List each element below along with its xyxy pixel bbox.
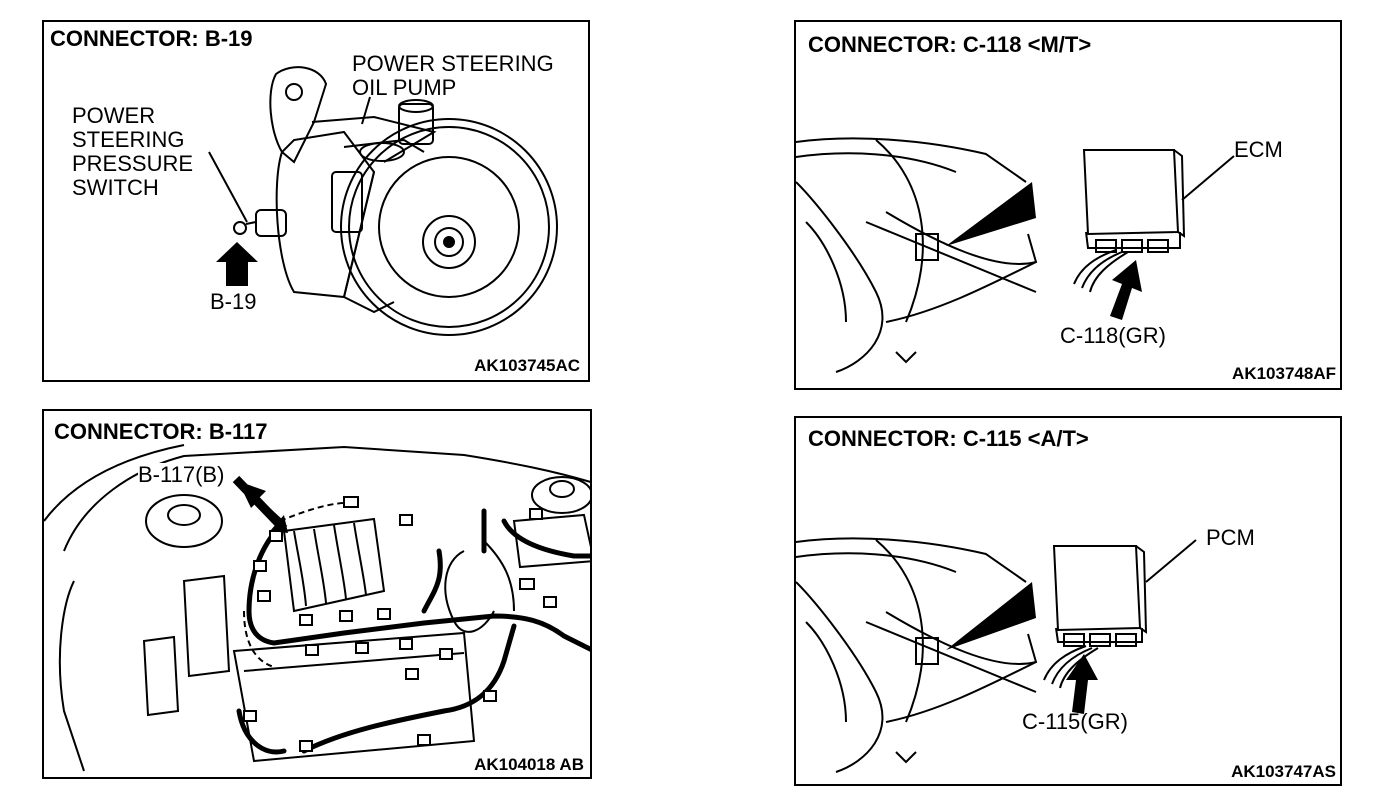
pump-label-line2: OIL PUMP	[352, 75, 457, 100]
connector-c118-panel: CONNECTOR: C-118 <M/T> ECM C-118(GR) AK1…	[794, 20, 1342, 390]
engine-bay-harness-illustration	[44, 444, 590, 772]
ecm-location-illustration	[796, 137, 1235, 373]
module-label: PCM	[1206, 525, 1255, 550]
connector-label: B-117(B)	[138, 462, 225, 487]
panel-title: CONNECTOR: C-118 <M/T>	[808, 32, 1092, 57]
figure-code: AK103745AC	[474, 356, 580, 375]
panel-title: CONNECTOR: B-19	[50, 26, 253, 51]
switch-label-line3: PRESSURE	[72, 151, 194, 176]
connector-b19-panel: CONNECTOR: B-19 POWER STEERING OIL PUMP …	[42, 20, 590, 382]
connector-label: C-118(GR)	[1060, 323, 1166, 348]
power-steering-pump-illustration	[208, 66, 558, 336]
figure-code: AK103748AF	[1232, 364, 1336, 383]
connector-label: C-115(GR)	[1022, 709, 1128, 734]
connector-label: B-19	[210, 289, 257, 314]
panel-title: CONNECTOR: C-115 <A/T>	[808, 426, 1089, 451]
figure-code: AK103747AS	[1231, 762, 1336, 781]
pump-label-line1: POWER STEERING	[352, 51, 554, 76]
switch-label-line2: STEERING	[72, 127, 185, 152]
connector-b117-panel: CONNECTOR: B-117 B-117(B) AK104018 AB	[42, 409, 592, 779]
connector-c115-panel: CONNECTOR: C-115 <A/T> PCM C-115(GR) AK1…	[794, 416, 1342, 786]
switch-label-line4: SWITCH	[72, 175, 159, 200]
pcm-location-illustration	[796, 537, 1197, 773]
module-label: ECM	[1234, 137, 1283, 162]
switch-label-line1: POWER	[72, 103, 156, 128]
panel-title: CONNECTOR: B-117	[54, 419, 268, 444]
figure-code: AK104018 AB	[472, 755, 586, 775]
